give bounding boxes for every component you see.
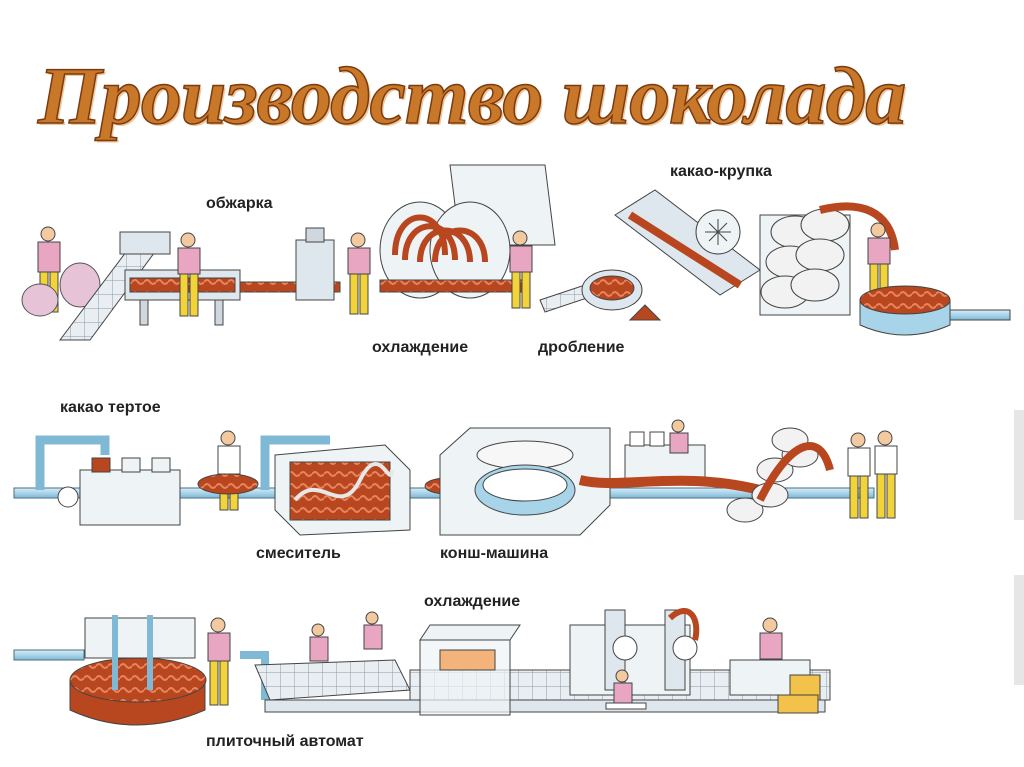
label-roasting: обжарка [206,195,273,212]
worker-figure [847,432,871,519]
gauge-icon [57,486,79,508]
control-panel [295,227,335,301]
pipe-chocolate-flow [197,473,259,495]
scrollbar[interactable] [1014,575,1024,685]
demolding-machine [569,608,700,696]
tempering-machine [578,431,762,495]
row-1-roasting-line [21,164,1011,341]
roller-refiner [726,427,834,523]
feed-pipe [13,649,85,661]
conveyor-belt [239,281,341,293]
crusher-machine [539,269,662,321]
label-bar-machine: плиточный автомат [206,733,364,750]
cocoa-bags [21,262,101,317]
packaging-station [729,659,821,714]
label-cooling-1: охлаждение [372,339,469,356]
label-crushing: дробление [538,339,625,356]
worker-figure [207,617,231,706]
label-cooling-2: охлаждение [424,593,521,610]
roller-mill [759,202,899,316]
worker-figure [605,669,647,710]
label-cocoa-liquor: какао тертое [60,399,161,416]
label-cocoa-nibs: какао-крупка [670,163,772,180]
worker-figure [177,232,201,317]
worker-figure [509,230,533,309]
cooling-spiral [379,164,556,299]
worker-figure [874,430,898,519]
liquor-tank [859,285,1011,336]
inclined-conveyor [59,231,171,341]
worker-figure [669,419,689,454]
ingredient-tank [57,457,181,526]
worker-figure [347,232,371,315]
label-conche: конш-машина [440,545,549,562]
row-2-mixing-line [13,419,898,536]
feed-pipe [35,435,110,490]
worker-figure [759,617,783,660]
mixer-machine [274,444,411,536]
feed-pipe [260,435,330,490]
conche-machine [439,427,611,536]
worker-figure [309,623,329,662]
page-title: Производство шоколада [37,49,907,142]
label-mixer: смеситель [256,545,341,562]
storage-tank [69,615,207,726]
row-3-molding-line [13,608,831,726]
scrollbar[interactable] [1014,410,1024,520]
worker-figure [363,611,383,650]
winnowing-machine [614,189,761,296]
cooling-tunnel [419,624,521,716]
